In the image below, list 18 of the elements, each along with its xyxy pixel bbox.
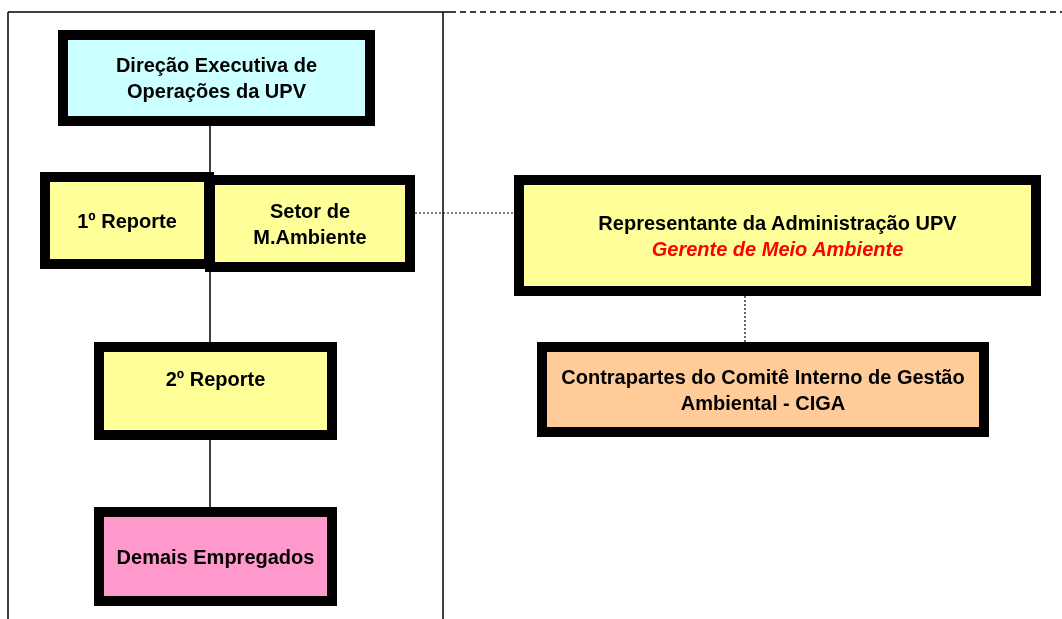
org-unit-box <box>514 175 1041 296</box>
org-unit-box <box>537 342 989 437</box>
unit-label: 1º Reporte <box>77 208 177 234</box>
org-unit-box <box>94 342 337 440</box>
unit-label: 2º Reporte <box>165 367 266 392</box>
org-unit-box <box>94 507 337 606</box>
unit-label: Demais Empregados <box>116 544 315 570</box>
unit-label: Direção Executiva de Operações da UPV <box>114 53 319 104</box>
connector-line <box>209 439 211 508</box>
unit-label: Contrapartes do Comitê Interno de Gestão Ambiental - CIGA <box>560 364 966 416</box>
unit-label: Representante da Administração UPV <box>598 210 957 236</box>
org-unit-box <box>40 172 214 269</box>
connector-line <box>744 295 746 343</box>
role-subtitle: Gerente de Meio Ambiente <box>651 236 904 262</box>
connector-line <box>209 125 211 173</box>
unit-label: Setor de M.Ambiente <box>252 198 368 250</box>
org-unit-box <box>58 30 375 126</box>
org-unit-box <box>205 175 415 272</box>
